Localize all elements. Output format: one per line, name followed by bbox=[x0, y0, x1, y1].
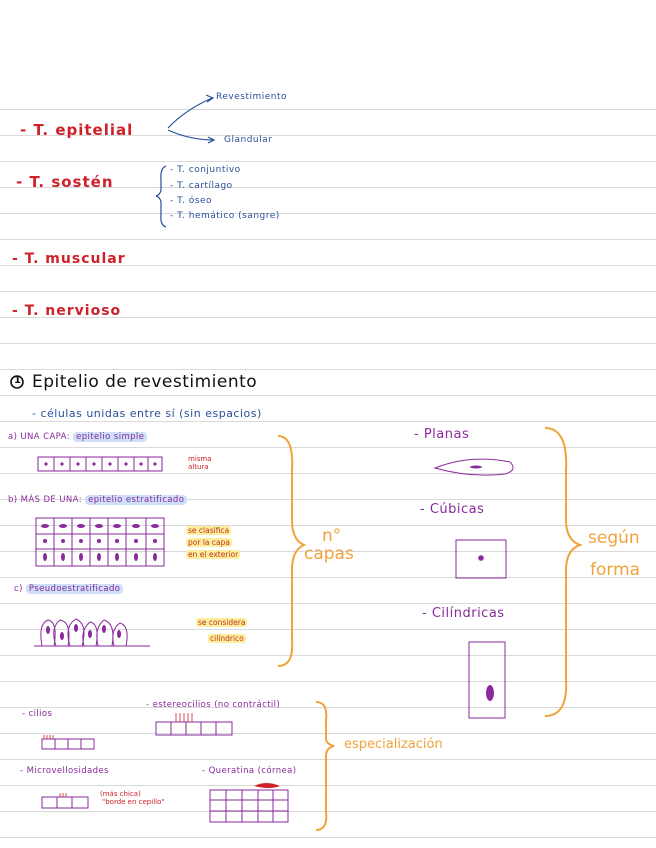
simple-note: misma altura bbox=[188, 455, 212, 471]
n-capas-label-1: n° bbox=[322, 526, 342, 546]
mas-de-una-line: b) MÁS DE UNA: epitelio estratificado bbox=[8, 495, 188, 505]
micro-note: (más chica) "borde en cepillo" bbox=[100, 790, 165, 806]
epitelio-simple-term: epitelio simple bbox=[73, 432, 148, 442]
pseudo-note: se considera cilíndrico bbox=[196, 618, 248, 643]
pseudo-line: c) Pseudoestratificado bbox=[14, 584, 124, 594]
nervioso-heading: - T. nervioso bbox=[12, 303, 122, 319]
pseudo-prefix: c) bbox=[14, 584, 23, 594]
una-capa-prefix: a) UNA CAPA: bbox=[8, 432, 70, 442]
cilios-label: - cilios bbox=[22, 709, 53, 719]
sosten-item-3: - T. óseo bbox=[170, 196, 212, 206]
una-capa-line: a) UNA CAPA: epitelio simple bbox=[8, 432, 148, 442]
microvellosidades-label: - Microvellosidades bbox=[20, 766, 109, 776]
n-capas-label-2: capas bbox=[304, 544, 354, 564]
sosten-item-4: - T. hemático (sangre) bbox=[170, 211, 280, 221]
especializacion-label: especialización bbox=[344, 737, 443, 752]
segun-label: según bbox=[588, 528, 640, 548]
epitelio-estratificado-term: epitelio estratificado bbox=[85, 495, 188, 505]
glandular-label: Glandular bbox=[224, 135, 273, 145]
section-number: 1 bbox=[14, 375, 21, 386]
sosten-item-1: - T. conjuntivo bbox=[170, 165, 241, 175]
pseudoestratificado-term: Pseudoestratificado bbox=[25, 584, 124, 594]
sosten-item-2: - T. cartílago bbox=[170, 181, 233, 191]
section-title: Epitelio de revestimiento bbox=[32, 372, 258, 392]
forma-label: forma bbox=[590, 560, 641, 580]
sosten-heading: - T. sostén bbox=[16, 173, 114, 191]
muscular-heading: - T. muscular bbox=[12, 251, 126, 267]
cilindricas-label: - Cilíndricas bbox=[422, 606, 505, 621]
mas-de-una-prefix: b) MÁS DE UNA: bbox=[8, 495, 82, 505]
epitelial-heading: - T. epitelial bbox=[20, 121, 134, 139]
planas-label: - Planas bbox=[414, 427, 470, 442]
cubicas-label: - Cúbicas bbox=[420, 502, 485, 517]
estratificado-note: se clasifica por la capa en el exterior bbox=[186, 526, 241, 559]
estereocilios-label: - estereocilios (no contráctil) bbox=[146, 700, 281, 710]
revestimiento-label: Revestimiento bbox=[216, 92, 288, 102]
section-subtitle: - células unidas entre sí (sin espacios) bbox=[32, 407, 262, 420]
queratina-label: - Queratina (córnea) bbox=[202, 766, 297, 776]
